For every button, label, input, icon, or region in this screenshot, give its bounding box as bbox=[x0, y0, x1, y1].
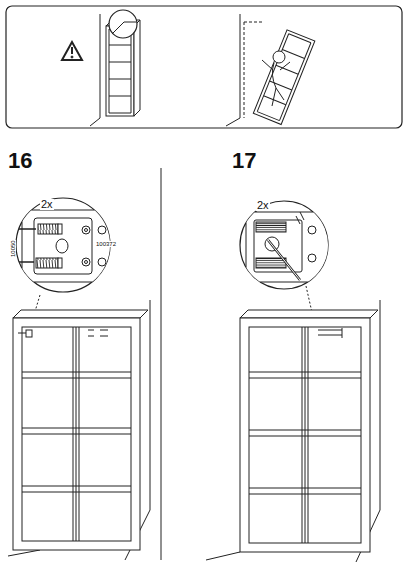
warning-symbol bbox=[62, 42, 82, 60]
quantity-label: 2x bbox=[40, 199, 54, 210]
warning-panel bbox=[6, 6, 402, 128]
quantity-label: 2x bbox=[256, 200, 270, 211]
step-divider bbox=[161, 168, 162, 560]
part-number: 100372 bbox=[96, 241, 116, 247]
shelf-against-wall bbox=[90, 10, 140, 126]
step-number: 16 bbox=[8, 150, 32, 172]
part-number: 10050 bbox=[10, 240, 16, 257]
tipping-shelf bbox=[226, 14, 315, 126]
bookcase-16 bbox=[8, 300, 150, 560]
detail-16 bbox=[16, 198, 112, 328]
bookcase-17 bbox=[206, 300, 380, 562]
step-number: 17 bbox=[232, 150, 256, 172]
